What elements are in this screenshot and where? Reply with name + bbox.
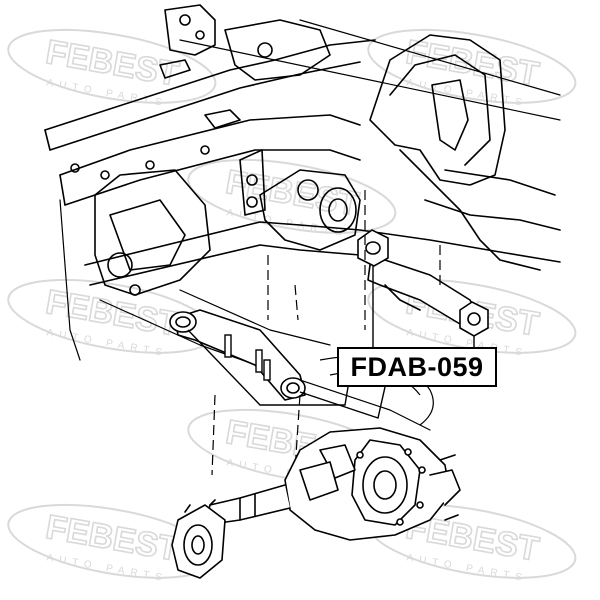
bushing-right-rear [459, 301, 489, 337]
bushing-left-front [169, 311, 197, 333]
bushing-left-rear [280, 377, 306, 399]
mounting-bolts [224, 334, 271, 381]
differential-housing [171, 427, 461, 579]
crossmember-arm [174, 259, 481, 401]
part-number-label: FDAB-059 [337, 347, 497, 387]
bushing-right-front [357, 229, 389, 267]
